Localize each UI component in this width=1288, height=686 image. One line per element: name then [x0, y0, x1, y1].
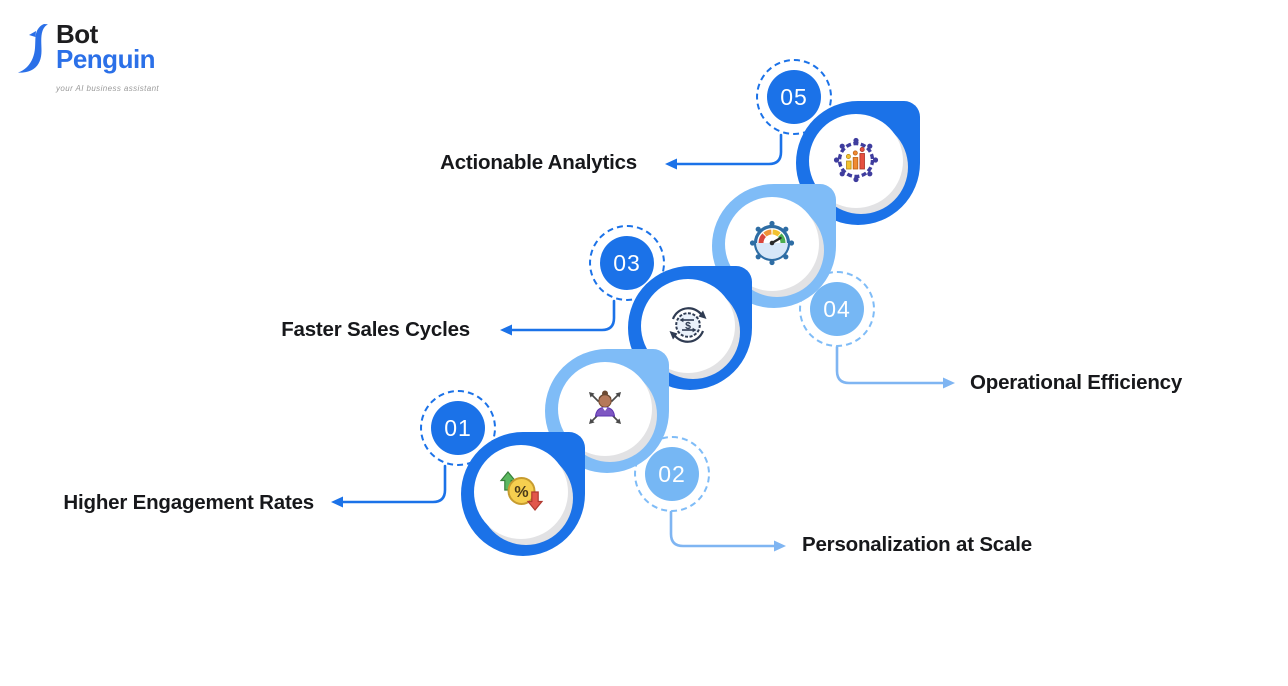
step-badge-02: 02	[634, 436, 710, 512]
percent-rates-icon: %	[499, 471, 544, 511]
analytics-gear-icon	[833, 137, 879, 183]
connector-step-04	[835, 345, 955, 389]
step-number: 04	[810, 282, 864, 336]
svg-text:$: $	[685, 320, 691, 332]
arrowhead-left-icon	[665, 158, 677, 170]
dashed-ring	[589, 225, 665, 301]
arrowhead-left-icon	[500, 324, 512, 336]
penguin-icon	[18, 24, 48, 73]
arrowhead-right-icon	[943, 377, 955, 389]
step-circle-01: %	[461, 432, 585, 556]
step-circle-03: $	[628, 266, 752, 390]
step-label-personalization-at-scale: Personalization at Scale	[802, 533, 1032, 556]
connector-step-02	[669, 510, 786, 552]
step-badge-01: 01	[420, 390, 496, 466]
connector-step-03	[500, 299, 616, 336]
step-badge-04: 04	[799, 271, 875, 347]
step-number: 03	[600, 236, 654, 290]
arrowhead-left-icon	[331, 496, 343, 508]
step-label-higher-engagement-rates: Higher Engagement Rates	[63, 491, 314, 514]
brand-tagline: your AI business assistant	[56, 84, 160, 93]
svg-text:%: %	[514, 484, 528, 501]
step-number: 02	[645, 447, 699, 501]
dashed-ring	[799, 271, 875, 347]
step-badge-05: 05	[756, 59, 832, 135]
person-scale-icon	[589, 390, 621, 424]
arrowhead-right-icon	[774, 540, 786, 552]
sales-cycle-icon: $	[669, 307, 707, 343]
step-number: 05	[767, 70, 821, 124]
step-number: 01	[431, 401, 485, 455]
step-label-operational-efficiency: Operational Efficiency	[970, 371, 1183, 394]
step-badge-03: 03	[589, 225, 665, 301]
efficiency-gauge-icon	[749, 220, 795, 266]
step-label-actionable-analytics: Actionable Analytics	[440, 151, 637, 174]
dashed-ring	[420, 390, 496, 466]
brand-name-bot: Bot	[56, 19, 98, 49]
connector-step-05	[665, 133, 783, 170]
step-circle-04	[712, 184, 836, 308]
connector-step-01	[331, 464, 447, 508]
brand-name-penguin: Penguin	[56, 44, 156, 74]
botpenguin-logo: Bot Penguin your AI business assistant	[14, 19, 160, 101]
dashed-ring	[634, 436, 710, 512]
step-label-faster-sales-cycles: Faster Sales Cycles	[281, 318, 470, 341]
dashed-ring	[756, 59, 832, 135]
